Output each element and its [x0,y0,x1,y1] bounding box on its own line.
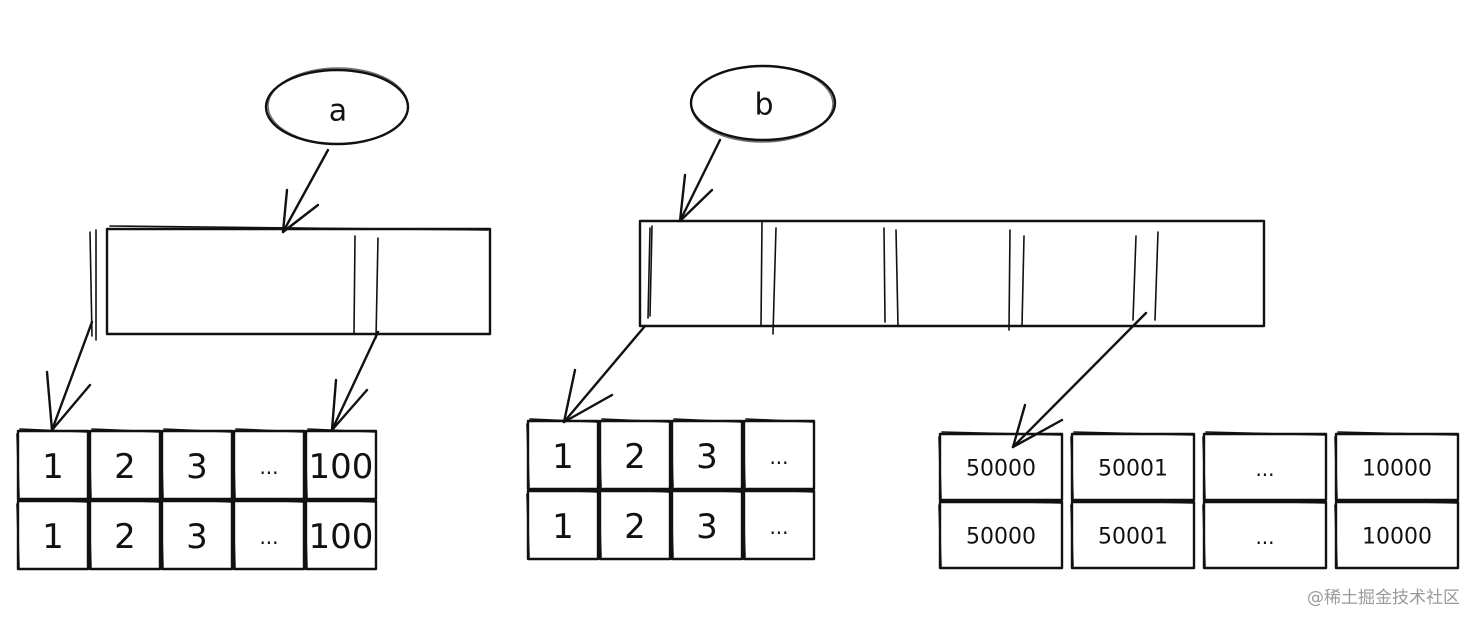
table-cell-value: 2 [114,447,136,487]
table-cell: 1 [16,498,90,571]
table-cell-value: ... [259,455,278,479]
arrow-b-left-leaf [562,324,647,424]
table-cell: ... [232,428,306,501]
node-b: b [689,64,837,143]
table-cell-value: 50001 [1098,525,1168,550]
watermark: @稀土掘金技术社区 [1307,588,1460,608]
table-cell: ... [742,488,816,561]
table-cell-value: 2 [624,507,646,547]
table-cell-value: ... [769,515,788,539]
table-cell-value: 50001 [1098,457,1168,482]
table-cell: 2 [598,488,672,561]
node-a-label: a [329,94,347,129]
table-cell: 1 [16,428,90,501]
table-cell: 50000 [938,431,1064,502]
table-cell: 10000 [1334,431,1460,502]
table-cell: 3 [670,488,744,561]
table-cell: 2 [88,428,162,501]
table-cell-value: 3 [696,437,718,477]
leaf-table-left: 1 2 3... 100 1 2 3... 100 [16,428,378,571]
table-cell-value: 3 [186,447,208,487]
table-cell-value: 1 [552,437,574,477]
table-cell-value: ... [1255,457,1274,481]
table-cell-value: 2 [624,437,646,477]
table-cell: ... [1202,499,1328,570]
table-cell: 3 [670,418,744,491]
arrow-a-to-page [281,148,330,234]
leaf-table-right: 50000 50001... 10000 50000 50001... 10000 [938,431,1460,570]
table-cell-value: ... [259,525,278,549]
table-cell: 3 [160,428,234,501]
index-page-b [638,219,1266,335]
leaf-table-middle: 1 2 3... 1 2 3... [526,418,816,561]
table-cell: 1 [526,418,600,491]
arrow-a-right-leaf [330,330,380,432]
table-cell: 100 [304,428,378,501]
table-cell: ... [1202,431,1328,502]
table-cell-value: 10000 [1362,525,1432,550]
table-cell: 3 [160,498,234,571]
node-b-label: b [754,88,773,123]
table-cell: 50001 [1070,499,1196,570]
table-cell: 2 [598,418,672,491]
arrow-a-left-leaf [45,320,94,432]
arrow-b-right-leaf [1011,311,1148,449]
table-cell-value: ... [1255,525,1274,549]
table-cell-value: ... [769,445,788,469]
table-cell-value: 100 [309,447,374,487]
table-cell: 2 [88,498,162,571]
table-cell: 50000 [938,499,1064,570]
table-cell-value: 100 [309,517,374,557]
table-cell-value: 1 [552,507,574,547]
table-cell-value: 3 [696,507,718,547]
node-a: a [264,67,410,146]
index-page-a [89,225,492,341]
table-cell: ... [232,498,306,571]
table-cell: 10000 [1334,499,1460,570]
table-cell-value: 50000 [966,457,1036,482]
table-cell: ... [742,418,816,491]
table-cell-value: 10000 [1362,457,1432,482]
table-cell: 100 [304,498,378,571]
table-cell-value: 3 [186,517,208,557]
table-cell-value: 50000 [966,525,1036,550]
table-cell-value: 1 [42,517,64,557]
arrow-b-to-page [678,138,722,223]
table-cell-value: 2 [114,517,136,557]
table-cell: 1 [526,488,600,561]
table-cell: 50001 [1070,431,1196,502]
table-cell-value: 1 [42,447,64,487]
